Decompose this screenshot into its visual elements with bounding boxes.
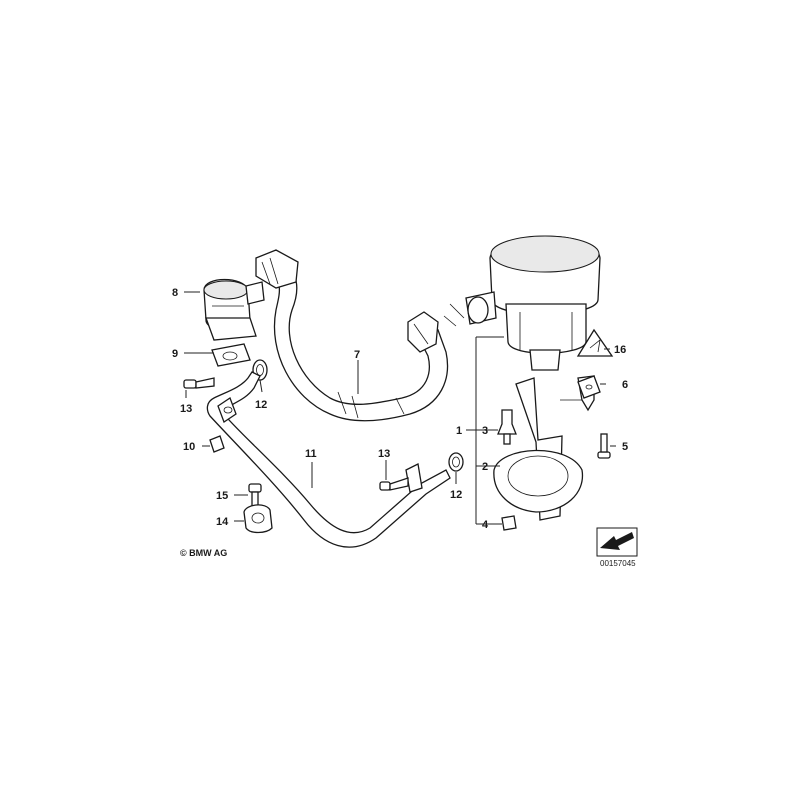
callout-15: 15 xyxy=(216,490,228,502)
reference-number: 00157045 xyxy=(600,559,636,568)
callout-10: 10 xyxy=(183,441,195,453)
callout-7: 7 xyxy=(354,349,360,361)
callout-16: 16 xyxy=(614,344,626,356)
callout-13-left: 13 xyxy=(180,403,192,415)
callout-9: 9 xyxy=(172,348,178,360)
callout-13-middle: 13 xyxy=(378,448,390,460)
part-15-screw xyxy=(248,483,262,507)
leader-lines xyxy=(184,291,616,525)
callout-12-lower: 12 xyxy=(450,489,462,501)
secondary-air-pump xyxy=(443,235,601,371)
reference-box: 00157045 xyxy=(596,527,638,568)
part-10-nut xyxy=(209,435,225,453)
part-1-bracket xyxy=(493,375,595,521)
callout-6: 6 xyxy=(622,379,628,391)
copyright-text: © BMW AG xyxy=(180,548,227,558)
callout-8: 8 xyxy=(172,287,178,299)
part-7-hose xyxy=(255,249,449,422)
part-8-valve xyxy=(203,278,265,341)
part-9-gasket xyxy=(211,343,251,367)
part-13-bolt-middle xyxy=(379,477,409,491)
callout-11: 11 xyxy=(305,448,317,460)
part-12-seal-ring-lower xyxy=(448,452,464,472)
part-16-warning-label xyxy=(576,328,614,357)
callout-5: 5 xyxy=(622,441,628,453)
part-11-pipe xyxy=(206,371,451,548)
part-4-nut xyxy=(501,515,517,531)
callout-4: 4 xyxy=(482,519,489,531)
part-5-screw xyxy=(597,433,611,459)
part-3-rubber-mount xyxy=(497,409,517,445)
callout-14: 14 xyxy=(216,516,229,528)
callout-labels: 8 9 13 12 10 7 11 13 12 15 14 16 6 1 3 5… xyxy=(172,287,628,531)
callout-3: 3 xyxy=(482,425,488,437)
part-13-bolt-left xyxy=(183,377,215,389)
part-14-clamp xyxy=(243,504,273,534)
callout-12-upper: 12 xyxy=(255,399,267,411)
callout-2: 2 xyxy=(482,461,488,473)
direction-arrow-icon xyxy=(600,532,634,550)
callout-1: 1 xyxy=(456,425,462,437)
part-6-clip-nut xyxy=(577,375,601,399)
